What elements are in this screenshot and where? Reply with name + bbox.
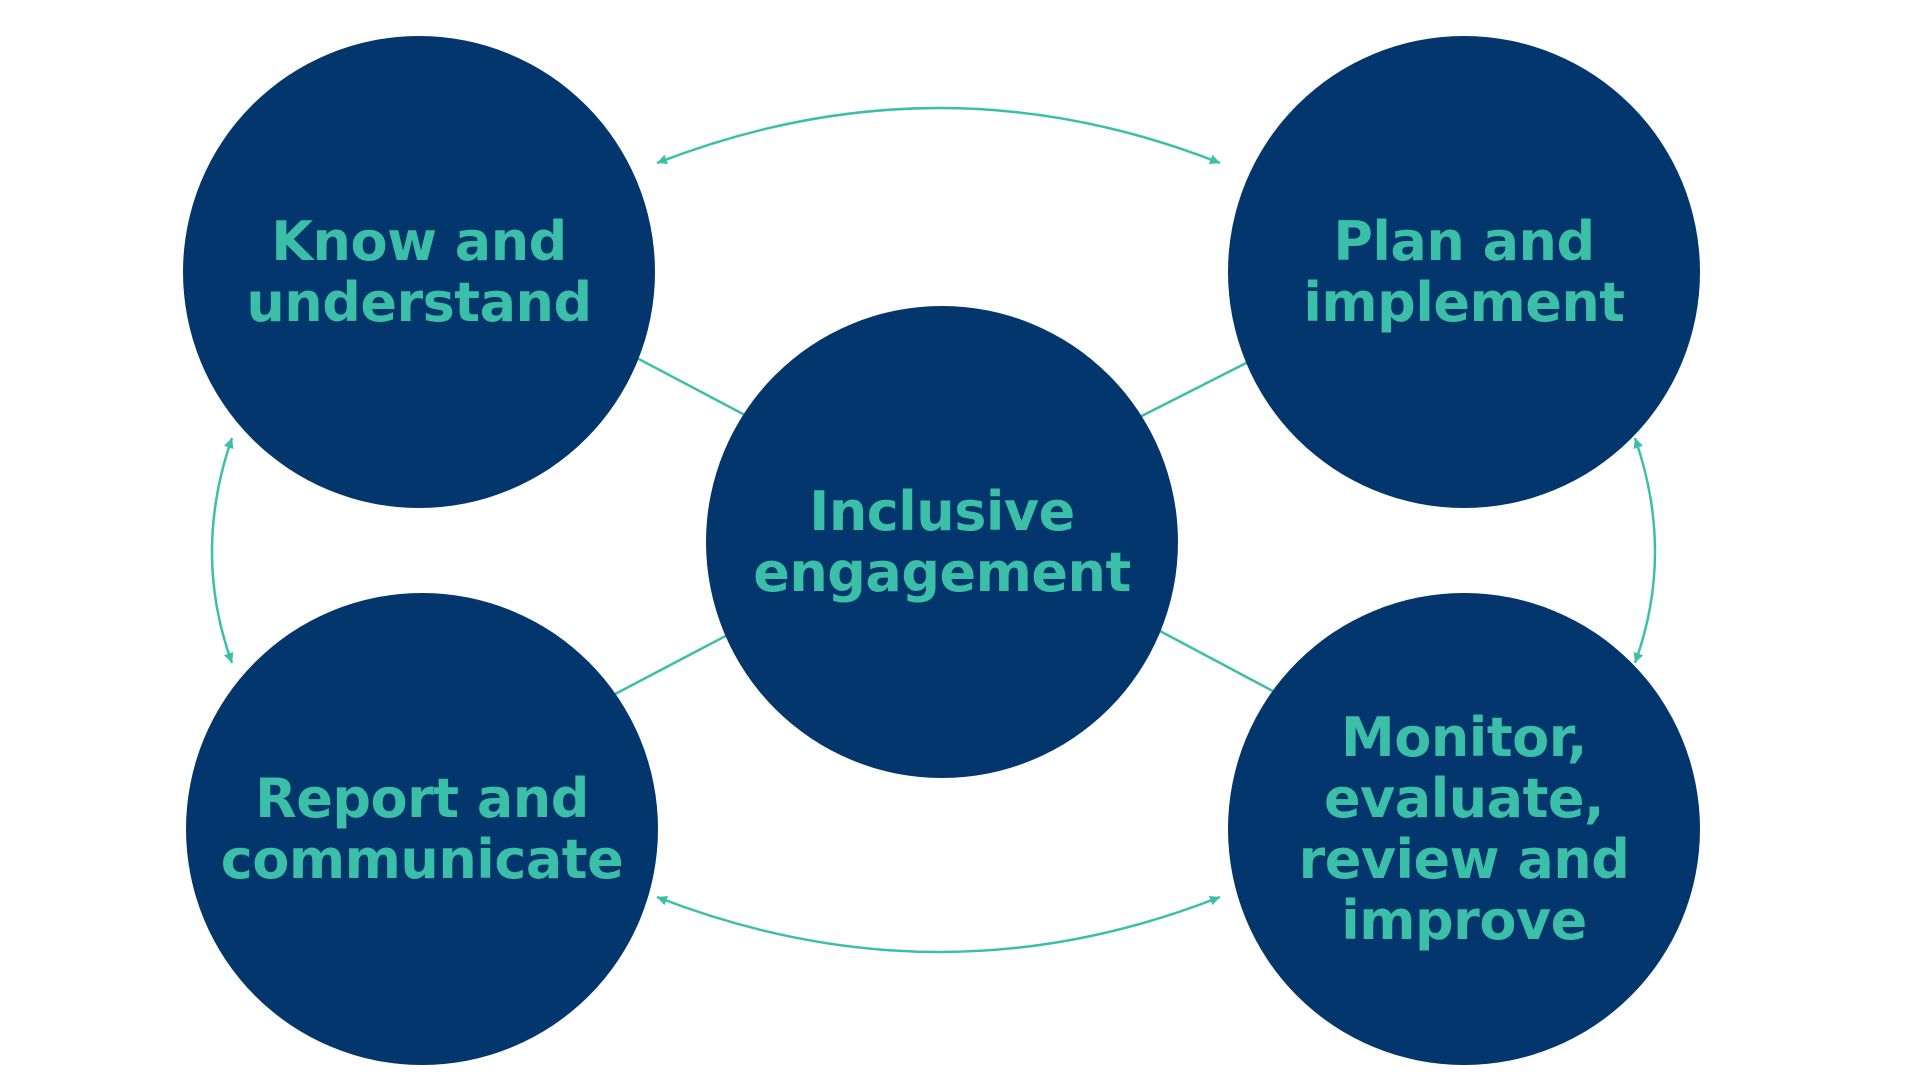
node-monitor-label-line-1: Monitor, bbox=[1341, 706, 1587, 769]
connector-center-monitor bbox=[1142, 620, 1285, 699]
node-plan-and-implement: Plan and implement bbox=[1228, 36, 1700, 508]
node-report-label-line-1: Report and bbox=[255, 767, 589, 830]
node-monitor-label-line-2: evaluate, bbox=[1323, 767, 1605, 830]
node-report-and-communicate: Report and communicate bbox=[186, 593, 658, 1065]
node-inclusive-engagement: Inclusive engagement bbox=[706, 306, 1178, 778]
connector-know-plan bbox=[656, 106, 1221, 165]
connector-plan-monitor bbox=[1633, 437, 1657, 664]
node-know-label-line-1: Know and bbox=[271, 210, 567, 273]
connector-know-report bbox=[210, 437, 234, 664]
node-know-label-line-2: understand bbox=[246, 271, 592, 334]
node-center-label-line-1: Inclusive bbox=[809, 480, 1075, 543]
connector-center-report bbox=[597, 628, 738, 705]
node-plan-label-line-1: Plan and bbox=[1333, 210, 1595, 273]
node-know-and-understand: Know and understand bbox=[183, 36, 655, 508]
connector-report-monitor bbox=[656, 895, 1221, 954]
connector-center-know bbox=[617, 346, 761, 425]
node-plan-label-line-2: implement bbox=[1303, 271, 1625, 334]
node-monitor-evaluate-review-improve: Monitor, evaluate, review and improve bbox=[1228, 593, 1700, 1065]
node-center-label-line-2: engagement bbox=[753, 541, 1131, 604]
node-monitor-label-line-3: review and bbox=[1298, 828, 1630, 891]
node-monitor-label-line-4: improve bbox=[1341, 889, 1587, 952]
node-report-label-line-2: communicate bbox=[220, 828, 624, 891]
